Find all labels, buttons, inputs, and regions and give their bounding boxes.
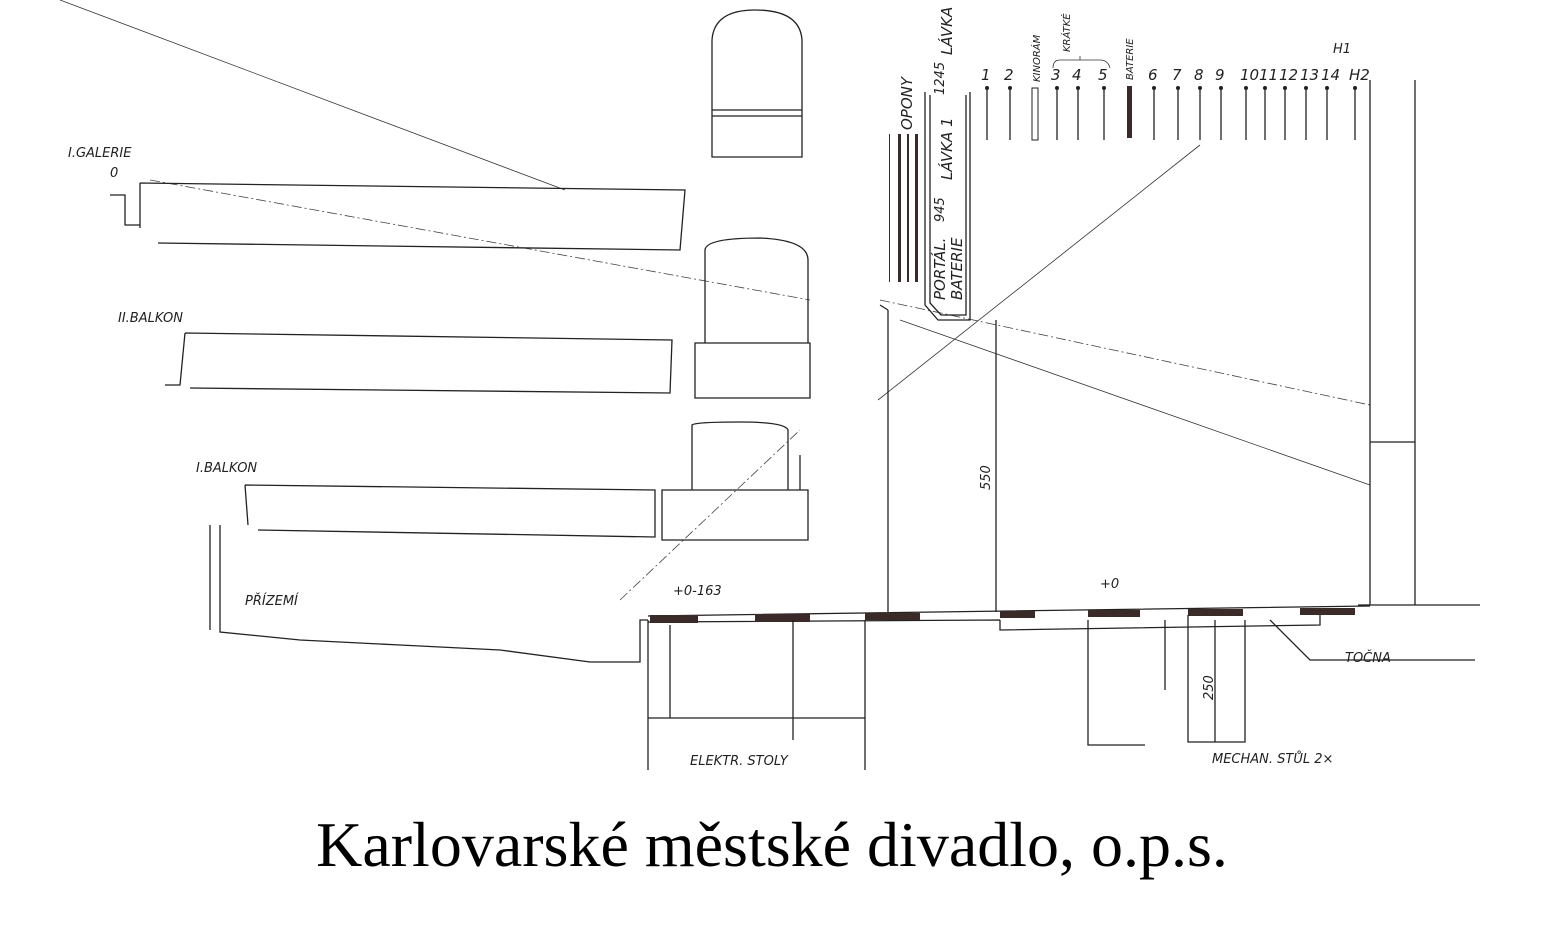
batten-label: 3 [1051,66,1061,84]
curtain [889,134,890,282]
label-h1: H1 [1333,42,1351,57]
label-balkon1: I.BALKON [196,461,257,476]
batten-point [1076,86,1080,90]
sight-line [899,319,1371,486]
stage-walls [879,80,1480,612]
battens [985,86,1357,140]
curtain [907,134,909,282]
floor-segment [865,613,920,620]
batten-label: 11 [1259,66,1278,84]
batten-label: 13 [1300,66,1319,84]
batten-point [1219,86,1223,90]
portal [924,92,971,321]
batten-point [1055,86,1059,90]
batten-label: 14 [1321,66,1340,84]
floor-segment [1300,608,1355,615]
curtains [889,134,918,282]
dim-stage-height: 550 [979,465,994,490]
batten-point [1263,86,1267,90]
curtain [915,134,918,282]
batten-label: 12 [1279,66,1298,84]
sight-line [149,179,811,301]
kinoram-screen [1031,87,1039,141]
sight-line [619,429,801,601]
label-galerie-mark: 0 [110,166,118,181]
batten-label: 1 [981,66,991,84]
pit-lines [647,615,1475,770]
label-portal: PORTÁL. [930,238,949,300]
window-opening [711,9,803,158]
batten-label: 7 [1172,66,1182,84]
label-tocna: TOČNA [1345,650,1391,666]
balkon2-structure [165,237,811,399]
baterie-bar [1127,86,1132,138]
label-mechan-stul: MECHAN. STŮL 2× [1212,751,1333,767]
batten-point [985,86,989,90]
batten-label: 2 [1004,66,1014,84]
prizemi-floor [209,525,648,663]
batten-point [1008,86,1012,90]
dim-table-depth: 250 [1202,675,1217,700]
batten-point [1353,86,1357,90]
batten-label: 8 [1194,66,1204,84]
galerie-structure [110,182,686,251]
label-kratke: KRÁTKÉ [1060,13,1073,52]
kratke-brace [1052,56,1111,69]
floor-segment [1188,609,1243,616]
sight-line [59,0,566,191]
label-kinoram: KINORÁM [1030,34,1043,82]
batten-label: 4 [1072,66,1082,84]
batten-label: H2 [1349,66,1370,84]
label-pit-level: +0-163 [673,584,722,599]
floor-segment [650,615,698,623]
label-lavka1-height: 945 [933,197,948,222]
floor-segment [1088,610,1140,617]
page-title: Karlovarské městské divadlo, o.p.s. [316,809,1228,880]
floor-segment [1000,611,1035,618]
batten-point [1244,86,1248,90]
label-lavka-height: 1245 [933,62,948,95]
sight-line [879,299,1371,406]
batten-label: 9 [1215,66,1225,84]
label-prizemi: PŘÍZEMÍ [245,593,299,609]
label-stage-level: +0 [1100,577,1119,592]
batten-point [1152,86,1156,90]
batten-label: 6 [1148,66,1158,84]
sight-line [877,144,1201,401]
batten-label: 5 [1098,66,1108,84]
batten-point [1176,86,1180,90]
batten-point [1304,86,1308,90]
batten-point [1102,86,1106,90]
label-portal-baterie: BATERIE [948,237,966,300]
curtain [898,134,901,282]
batten-label: 10 [1240,66,1259,84]
batten-point [1283,86,1287,90]
batten-point [1198,86,1202,90]
label-lavka1: LÁVKA 1 [937,117,956,180]
label-lavka: LÁVKA [937,7,956,55]
label-baterie: BATERIE [1125,38,1136,80]
label-elektr-stoly: ELEKTR. STOLY [690,754,789,769]
floor-segment [755,614,810,622]
label-opony: OPONY [898,75,916,130]
label-galerie: I.GALERIE [68,146,132,161]
label-balkon2: II.BALKON [118,311,183,326]
balkon1-structure [244,421,809,541]
batten-point [1325,86,1329,90]
